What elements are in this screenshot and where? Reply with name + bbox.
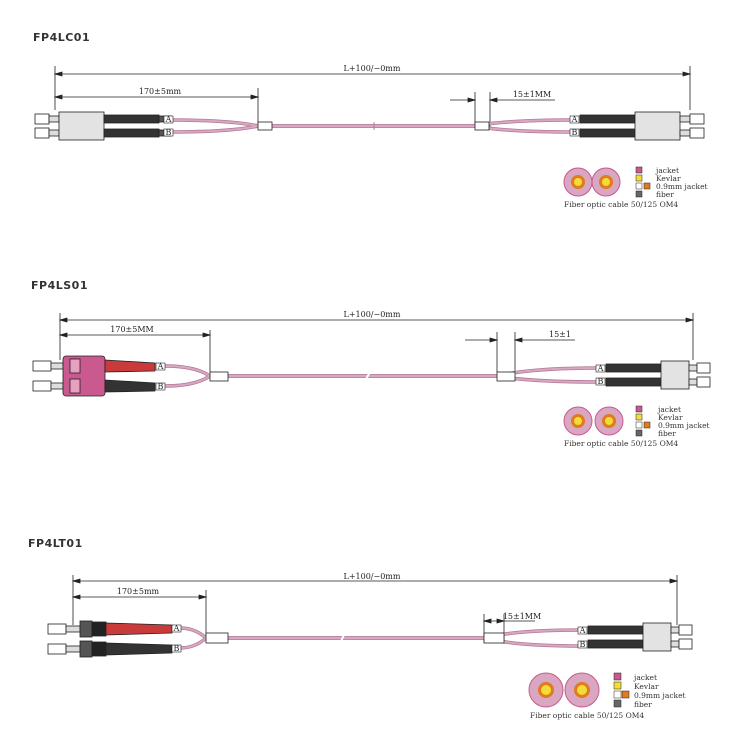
drawing-fp4lc01: L+100/−0mm 170±5mm 15±1MM	[34, 64, 708, 209]
legend: jacket Kevlar 0.9mm jacket fiber Fiber o…	[564, 405, 710, 448]
total-length-dimension	[58, 313, 695, 360]
right-channel-labels: A B	[577, 626, 588, 649]
right-label-b: B	[580, 640, 586, 649]
right-breakout-label: 15±1MM	[503, 612, 541, 621]
total-length-label: L+100/−0mm	[344, 310, 401, 319]
breakout-boot-right	[483, 632, 505, 644]
right-breakout-label: 15±1MM	[513, 90, 551, 99]
legend-kevlar: Kevlar	[658, 413, 683, 422]
legend-jacket: jacket	[657, 405, 681, 414]
drawing-title: FP4LS01	[31, 279, 88, 292]
legend-jacket: jacket	[655, 166, 679, 175]
sc-connector-left	[32, 355, 156, 397]
legend-caption: Fiber optic cable 50/125 OM4	[564, 439, 678, 448]
left-label-a: A	[165, 115, 172, 124]
total-length-label: L+100/−0mm	[344, 64, 401, 73]
lc-connector-right	[587, 622, 693, 652]
left-label-a: A	[173, 624, 180, 633]
right-breakout-dimension	[465, 332, 575, 372]
left-breakout-label: 170±5MM	[110, 325, 153, 334]
lc-connector-right	[579, 111, 705, 141]
left-breakout-dimension	[53, 88, 260, 128]
legend-caption: Fiber optic cable 50/125 OM4	[530, 711, 644, 720]
breakout-boot-left	[209, 371, 229, 382]
legend-kevlar: Kevlar	[634, 682, 659, 691]
right-breakout-dimension	[482, 614, 535, 642]
right-label-a: A	[579, 626, 586, 635]
left-breakout-dimension	[71, 590, 208, 636]
right-label-b: B	[598, 377, 604, 386]
legend-jacket: jacket	[633, 673, 657, 682]
left-breakout-label: 170±5mm	[117, 587, 160, 596]
total-length-dimension	[53, 66, 692, 110]
legend-09-jacket: 0.9mm jacket	[658, 421, 710, 430]
left-breakout-label: 170±5mm	[139, 87, 182, 96]
breakout-boot-right	[496, 371, 516, 382]
left-breakout-dimension	[58, 330, 212, 372]
right-breakout-label: 15±1	[549, 330, 571, 339]
drawing-fp4lt01: L+100/−0mm 170±5mm 15±1MM	[47, 572, 693, 720]
legend-kevlar: Kevlar	[656, 174, 681, 183]
breakout-boot-left	[205, 632, 229, 644]
legend: jacket Kevlar 0.9mm jacket fiber Fiber o…	[530, 672, 686, 720]
breakout-boot-right	[474, 121, 490, 131]
drawing-title: FP4LT01	[28, 537, 83, 550]
left-label-b: B	[174, 644, 180, 653]
drawing-title: FP4LC01	[33, 31, 91, 44]
st-connector-left	[47, 620, 173, 658]
total-length-dimension	[71, 575, 679, 625]
left-label-a: A	[157, 362, 164, 371]
left-channel-labels: A B	[155, 362, 166, 391]
right-channel-labels: A B	[569, 115, 580, 137]
drawing-fp4ls01: L+100/−0mm 170±5MM 15±1	[32, 310, 711, 448]
legend-fiber: fiber	[658, 429, 676, 438]
lc-connector-left	[34, 111, 172, 141]
right-label-a: A	[597, 364, 604, 373]
left-label-b: B	[158, 382, 164, 391]
legend-09-jacket: 0.9mm jacket	[634, 691, 686, 700]
right-channel-labels: A B	[595, 364, 606, 386]
legend-fiber: fiber	[634, 700, 652, 709]
lc-connector-right	[605, 360, 711, 390]
legend-09-jacket: 0.9mm jacket	[656, 182, 708, 191]
right-label-a: A	[571, 115, 578, 124]
cable-cross-section	[563, 406, 624, 436]
cable-cross-section	[563, 167, 621, 197]
left-channel-labels: A B	[163, 115, 174, 137]
total-length-label: L+100/−0mm	[344, 572, 401, 581]
cable-assembly	[179, 626, 583, 650]
legend: jacket Kevlar 0.9mm jacket fiber Fiber o…	[564, 166, 708, 209]
cable-assembly	[164, 364, 601, 388]
cable-cross-section	[528, 672, 600, 708]
left-channel-labels: A B	[171, 624, 182, 653]
cable-assembly	[169, 118, 576, 134]
legend-caption: Fiber optic cable 50/125 OM4	[564, 200, 678, 209]
left-label-b: B	[166, 128, 172, 137]
breakout-boot-left	[257, 121, 273, 131]
right-label-b: B	[572, 128, 578, 137]
legend-fiber: fiber	[656, 190, 674, 199]
